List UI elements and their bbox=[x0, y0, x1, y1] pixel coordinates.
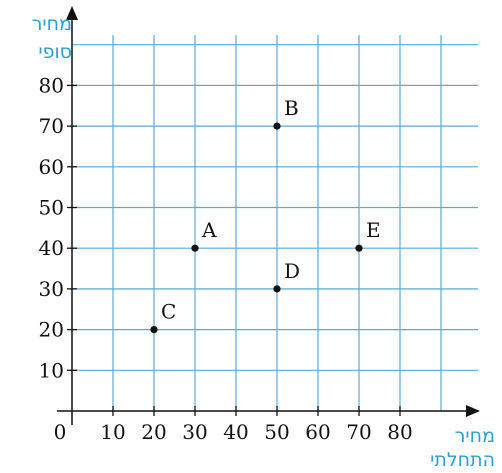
y-tick-label: 70 bbox=[39, 114, 64, 138]
data-point-c bbox=[150, 326, 158, 334]
grid bbox=[72, 35, 478, 411]
x-tick-label: 10 bbox=[100, 420, 125, 444]
x-axis-title-line2: התחלתי bbox=[430, 449, 495, 471]
point-label-a: A bbox=[201, 218, 217, 242]
x-tick-label: 40 bbox=[223, 420, 248, 444]
data-points: A B C D E bbox=[150, 96, 381, 334]
x-tick-label: 60 bbox=[305, 420, 330, 444]
data-point-e bbox=[355, 244, 363, 252]
point-label-e: E bbox=[366, 218, 381, 242]
data-point-a bbox=[191, 244, 199, 252]
y-tick-label: 40 bbox=[39, 236, 64, 260]
x-tick-label: 50 bbox=[264, 420, 289, 444]
data-point-d bbox=[273, 285, 281, 293]
point-label-d: D bbox=[284, 259, 300, 283]
y-tick-label: 30 bbox=[39, 277, 64, 301]
y-tick-label: 60 bbox=[39, 155, 64, 179]
x-tick-label: 70 bbox=[346, 420, 371, 444]
y-tick-label: 20 bbox=[39, 318, 64, 342]
x-axis-title-line1: מחיר bbox=[455, 425, 495, 447]
origin-label: 0 bbox=[54, 420, 67, 444]
x-tick-label: 80 bbox=[387, 420, 412, 444]
y-tick-label: 80 bbox=[39, 73, 64, 97]
x-axis-arrow bbox=[466, 405, 480, 417]
tick-labels: 10 20 30 40 50 60 70 80 10 20 30 40 50 60 70 80 0 bbox=[39, 73, 413, 444]
y-tick-label: 50 bbox=[39, 196, 64, 220]
y-tick-label: 10 bbox=[39, 358, 64, 382]
x-tick-label: 30 bbox=[182, 420, 207, 444]
axes bbox=[57, 6, 480, 425]
point-label-b: B bbox=[284, 96, 299, 120]
x-tick-label: 20 bbox=[141, 420, 166, 444]
y-axis-arrow bbox=[66, 6, 78, 20]
y-axis-title-line1: מחיר bbox=[32, 13, 72, 35]
data-point-b bbox=[273, 122, 281, 130]
y-axis-title-line2: סופי bbox=[38, 41, 72, 63]
point-label-c: C bbox=[161, 300, 176, 324]
